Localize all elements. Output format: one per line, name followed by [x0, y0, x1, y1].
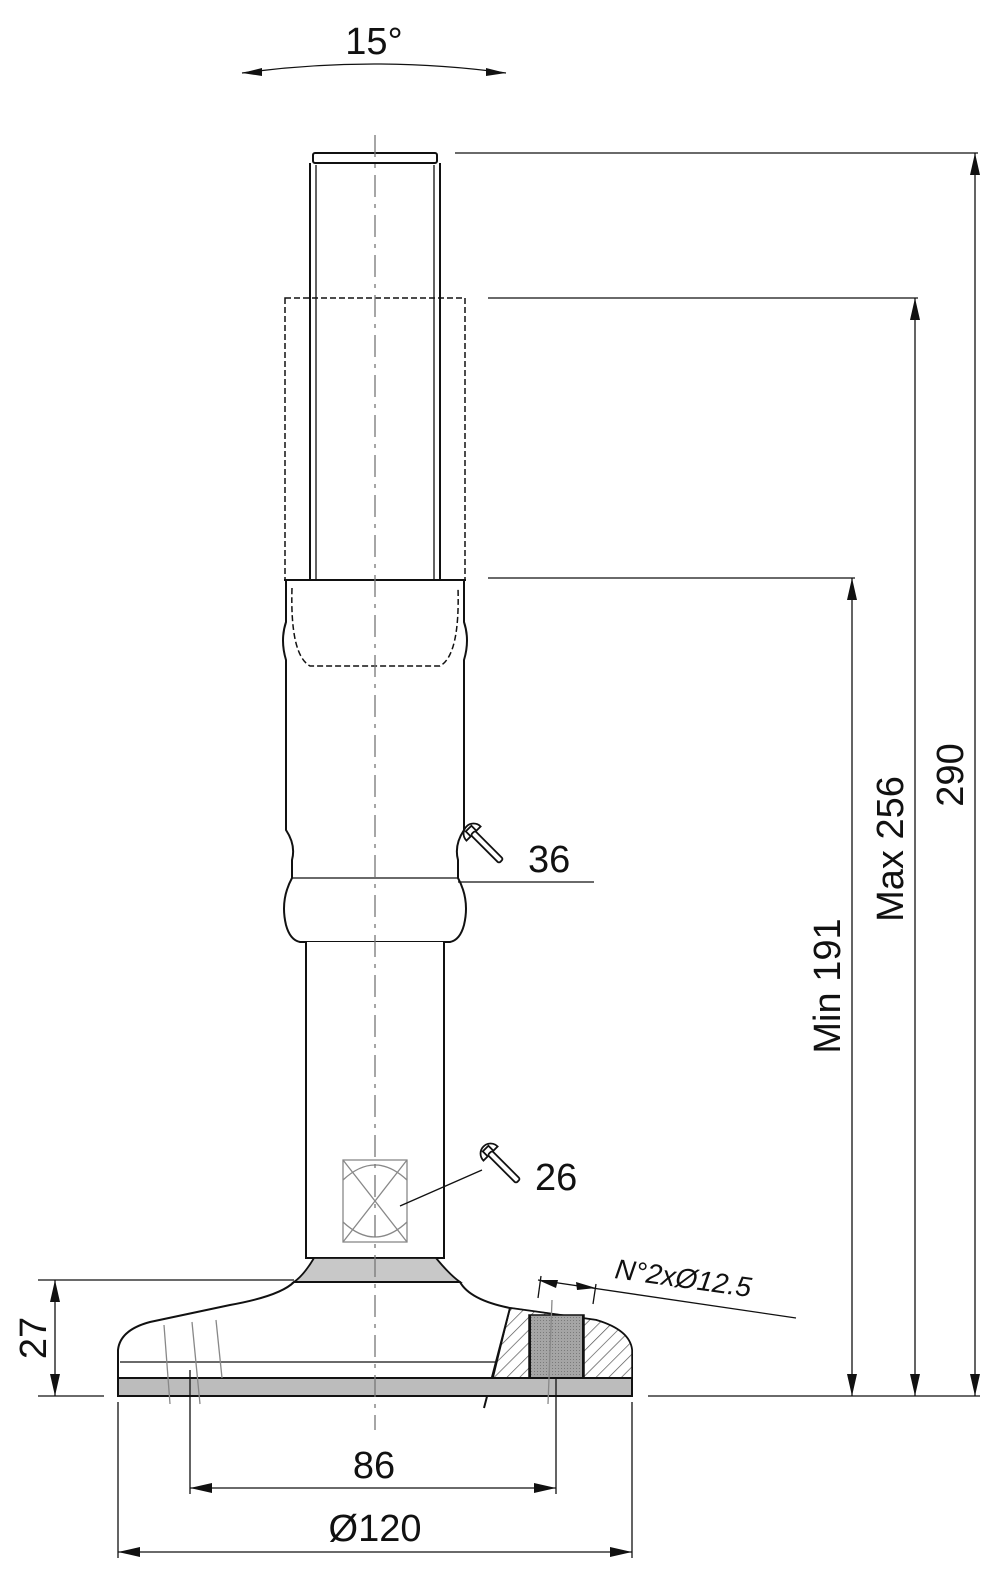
holes-note-label: N°2xØ12.5	[613, 1253, 754, 1303]
dimension-hole-spacing: 86	[189, 1370, 557, 1494]
wrench-26-callout: 26	[399, 1142, 577, 1207]
wrench-icon	[479, 1142, 521, 1184]
base-height-label: 27	[13, 1317, 55, 1359]
dimension-base-diameter: Ø120	[117, 1402, 633, 1558]
max-height-label: Max 256	[870, 776, 912, 922]
tilt-arc	[241, 63, 507, 74]
wrench-36-label: 36	[528, 839, 570, 881]
hole-spacing-label: 86	[353, 1445, 395, 1487]
dimension-total-height: 290	[455, 152, 980, 1396]
holes-note-callout: N°2xØ12.5	[537, 1253, 797, 1319]
wrench-26-label: 26	[535, 1157, 577, 1199]
mounting-hole-section	[528, 1314, 585, 1379]
dimension-min-height: Min 191	[488, 577, 857, 1396]
tilt-arrow-right	[486, 68, 506, 76]
total-height-label: 290	[930, 743, 972, 806]
wrench-icon	[462, 822, 504, 864]
dimension-base-height: 27	[13, 1279, 294, 1397]
hex-flat	[342, 1159, 408, 1243]
tilt-angle-label: 15°	[345, 21, 402, 63]
ball-joint	[291, 1257, 463, 1283]
swivel-base	[117, 1257, 633, 1409]
tilt-angle-dimension: 15°	[241, 21, 507, 76]
tilt-arrow-left	[242, 68, 262, 76]
wrench-36-callout: 36	[458, 822, 594, 883]
dimension-max-height: Max 256	[488, 297, 920, 1396]
base-diameter-label: Ø120	[329, 1508, 422, 1550]
min-height-label: Min 191	[807, 918, 849, 1053]
